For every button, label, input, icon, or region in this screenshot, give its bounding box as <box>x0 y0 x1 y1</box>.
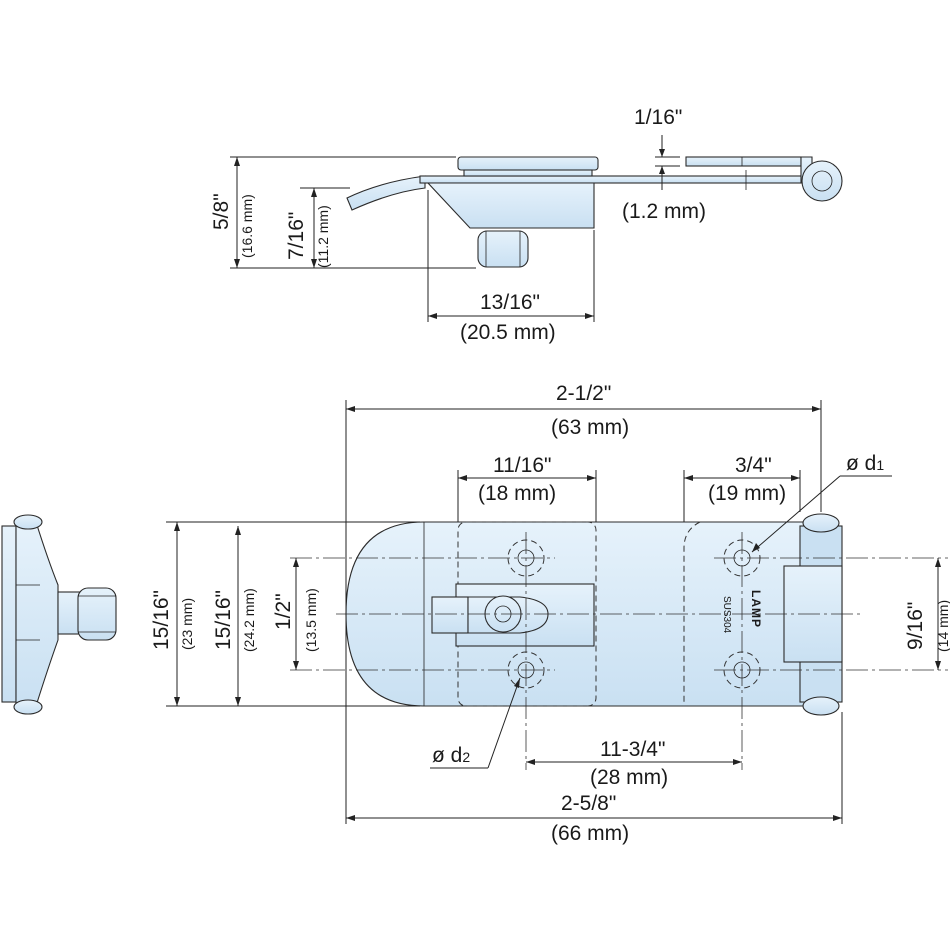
dim-width-a-mm: (23 mm) <box>179 598 195 650</box>
dim-hinge-hole-pitch-mm: (19 mm) <box>708 482 786 505</box>
dim-width-a: 15/16" <box>150 590 173 650</box>
side-latch-neck <box>463 169 593 177</box>
end-view-knob <box>77 587 117 641</box>
dim-thickness: 1/16" <box>634 106 682 129</box>
dim-hole-spacing-mm: (13.5 mm) <box>303 588 319 652</box>
dim-hole-spacing: 1/2" <box>272 593 295 630</box>
dim-total-length-mm: (66 mm) <box>551 822 629 845</box>
dim-thickness-mm: (1.2 mm) <box>622 200 706 223</box>
dim-latch-hole-pitch-mm: (18 mm) <box>478 482 556 505</box>
dim-center-distance: 11-3/4" <box>600 738 665 761</box>
dim-height-total-mm: (16.6 mm) <box>239 194 255 258</box>
end-view-body <box>15 521 59 707</box>
hinge-panel <box>683 521 701 706</box>
lever-tip <box>346 175 426 211</box>
dim-width-b: 15/16" <box>212 590 235 650</box>
dim-latch-hole-pitch: 11/16" <box>493 454 551 477</box>
dim-overall-length-mm: (63 mm) <box>551 416 629 439</box>
side-view: 1/16" (1.2 mm) 5/8" (16.6 mm) 7/16" (11.… <box>210 106 843 344</box>
side-plate <box>419 175 813 184</box>
end-view <box>1 514 117 715</box>
hole-d1-label: ø d1 <box>846 452 884 475</box>
dim-hinge-hole-pitch: 3/4" <box>735 454 772 477</box>
dim-hinge-hole-spacing-mm: (14 mm) <box>935 600 950 652</box>
dim-height-total: 5/8" <box>210 193 233 230</box>
side-hinge-leaf <box>685 156 802 167</box>
side-hinge-knuckle <box>801 160 843 202</box>
dim-latch-width: 13/16" <box>480 291 540 314</box>
side-latch-cap <box>457 156 599 171</box>
dim-overall-length: 2-1/2" <box>556 382 611 405</box>
dim-center-distance-mm: (28 mm) <box>590 766 668 789</box>
dim-height-latch-mm: (11.2 mm) <box>315 205 331 268</box>
dim-total-length: 2-5/8" <box>561 792 616 815</box>
side-knob <box>477 230 529 268</box>
slide-bolt <box>431 596 469 634</box>
dim-latch-width-mm: (20.5 mm) <box>460 321 556 344</box>
brand-mark: LAMP <box>749 590 763 628</box>
dim-height-latch: 7/16" <box>285 212 308 260</box>
top-view: LAMP SUS304 2-1/2" (63 mm) 11/16" (18 mm… <box>150 382 950 845</box>
hole-d2-label: ø d2 <box>432 744 470 767</box>
dim-hinge-hole-spacing: 9/16" <box>904 602 927 650</box>
side-latch-body <box>426 182 595 229</box>
material-mark: SUS304 <box>721 596 732 634</box>
dim-width-b-mm: (24.2 mm) <box>241 588 257 652</box>
